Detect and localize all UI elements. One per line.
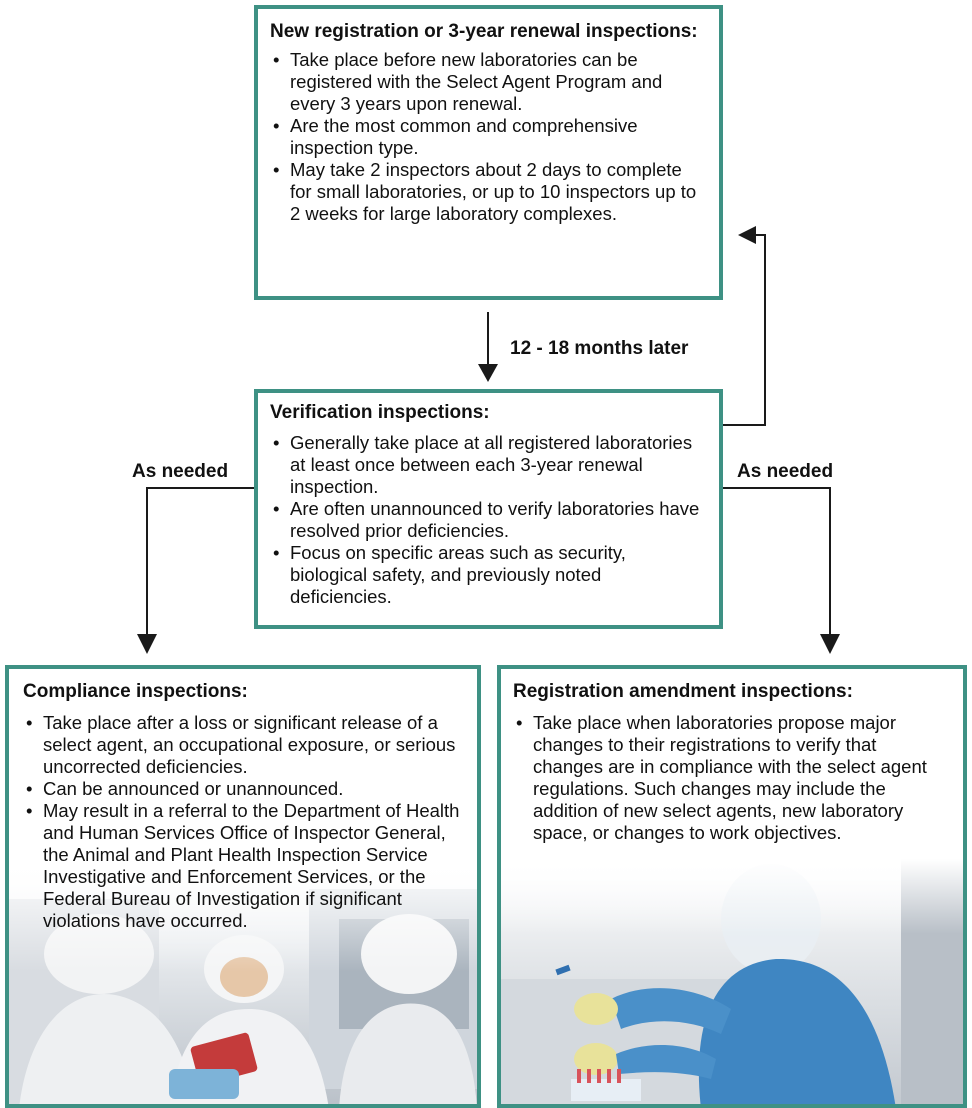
- compliance-inspection-title: Compliance inspections:: [23, 681, 248, 702]
- renewal-inspection-box: New registration or 3-year renewal inspe…: [254, 5, 723, 300]
- bullet: Are often unannounced to verify laborato…: [270, 498, 707, 542]
- amendment-inspection-box: Registration amendment inspections: Take…: [497, 665, 967, 1108]
- bullet: Generally take place at all registered l…: [270, 432, 707, 498]
- right-as-needed-label: As needed: [737, 461, 834, 482]
- bullet: May result in a referral to the Departme…: [23, 800, 465, 932]
- amendment-inspection-title: Registration amendment inspections:: [513, 681, 853, 702]
- lab-worker-photo-illustration: [501, 859, 963, 1104]
- verification-inspection-title: Verification inspections:: [270, 402, 490, 423]
- bullet: Are the most common and comprehensive in…: [270, 115, 707, 159]
- bullet: May take 2 inspectors about 2 days to co…: [270, 159, 707, 225]
- renewal-inspection-title: New registration or 3-year renewal inspe…: [270, 21, 698, 42]
- arrow-verification-to-renewal: [722, 234, 766, 426]
- compliance-inspection-box: Compliance inspections: Take place after…: [5, 665, 481, 1108]
- bullet: Take place before new laboratories can b…: [270, 49, 707, 115]
- bullet: Focus on specific areas such as security…: [270, 542, 707, 608]
- interval-label: 12 - 18 months later: [510, 338, 689, 359]
- bullet: Take place when laboratories propose maj…: [513, 712, 951, 844]
- verification-inspection-box: Verification inspections: Generally take…: [254, 389, 723, 629]
- bullet: Take place after a loss or significant r…: [23, 712, 465, 778]
- arrow-verification-to-amendment: [722, 487, 831, 636]
- left-as-needed-label: As needed: [132, 461, 229, 482]
- verification-inspection-bullets: Generally take place at all registered l…: [270, 432, 707, 608]
- amendment-lab-photo: [501, 859, 963, 1104]
- compliance-inspection-bullets: Take place after a loss or significant r…: [23, 712, 465, 932]
- renewal-inspection-bullets: Take place before new laboratories can b…: [270, 49, 707, 225]
- arrow-verification-to-compliance: [146, 487, 258, 636]
- bullet: Can be announced or unannounced.: [23, 778, 465, 800]
- amendment-inspection-bullets: Take place when laboratories propose maj…: [513, 712, 951, 844]
